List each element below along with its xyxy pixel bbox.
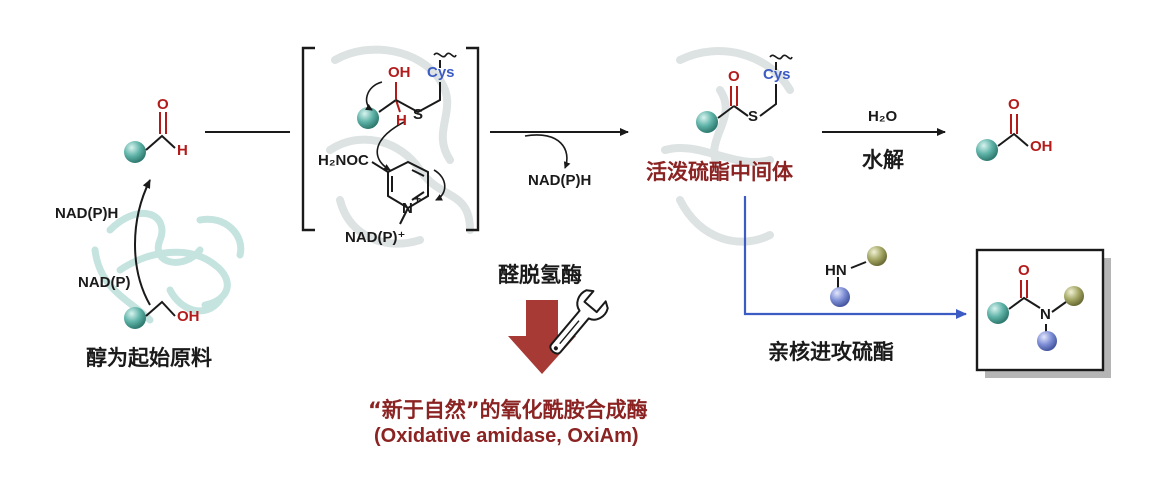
aldehyde-h-atom: H bbox=[177, 142, 188, 159]
released-nadph-label: NAD(P)H bbox=[528, 172, 592, 189]
carboxamide-label: H₂NOC bbox=[318, 152, 369, 169]
sphere-icon bbox=[357, 107, 379, 129]
protein-shadow-bracket bbox=[326, 45, 474, 248]
nadp-cofactor-label: NAD(P) bbox=[78, 274, 131, 291]
sphere-icon bbox=[696, 111, 718, 133]
acid-o-atom: O bbox=[1008, 96, 1020, 113]
protein-shadow-thioester bbox=[661, 47, 794, 246]
release-arrow bbox=[524, 134, 571, 169]
wrench-icon bbox=[549, 289, 609, 355]
amidation-arrow bbox=[743, 196, 967, 319]
enzyme-name-label: 醛脱氢酶 bbox=[498, 263, 582, 287]
amide-o-atom: O bbox=[1018, 262, 1030, 279]
protein-ribbon-icon bbox=[91, 209, 245, 324]
amine-hn-label: HN bbox=[825, 262, 847, 279]
sphere-icon bbox=[124, 307, 146, 329]
sphere-icon bbox=[124, 141, 146, 163]
acid-oh-atom: OH bbox=[1030, 138, 1053, 155]
sphere-icon bbox=[987, 302, 1009, 324]
sphere-icon bbox=[976, 139, 998, 161]
sphere-icon bbox=[867, 246, 887, 266]
pyridinium-n-atom: N bbox=[402, 200, 413, 217]
sulfur-atom: S bbox=[413, 106, 424, 123]
reduction-arrow bbox=[134, 179, 151, 306]
sphere-icon bbox=[1037, 331, 1057, 351]
thioester-o-atom: O bbox=[728, 68, 740, 85]
hydrolysis-label: 水解 bbox=[862, 148, 904, 172]
thioester-s-atom: S bbox=[748, 108, 759, 125]
hemithioacetal-h-atom: H bbox=[396, 112, 407, 129]
nadp-plus-label: NAD(P)⁺ bbox=[345, 229, 406, 246]
amide-n-atom: N bbox=[1040, 306, 1051, 323]
nucleophilic-attack-label: 亲核进攻硫酯 bbox=[768, 340, 894, 364]
final-enzyme-subtitle: (Oxidative amidase, OxiAm) bbox=[374, 425, 639, 447]
sphere-icon bbox=[1064, 286, 1084, 306]
left-bracket bbox=[301, 46, 315, 232]
right-bracket bbox=[466, 46, 480, 232]
hemithioacetal-oh-atom: OH bbox=[388, 64, 411, 81]
alcohol-oh-atom: OH bbox=[177, 308, 200, 325]
final-enzyme-title: “新于自然”的氧化酰胺合成酶 bbox=[368, 398, 648, 422]
nicotinamide-ring bbox=[371, 160, 429, 225]
thioester-intermediate-label: 活泼硫酯中间体 bbox=[646, 160, 793, 184]
start-material-label: 醇为起始原料 bbox=[86, 346, 212, 370]
aldehyde-o-atom: O bbox=[157, 96, 169, 113]
thioester-cys-label: Cys bbox=[763, 66, 791, 83]
nadph-cofactor-label: NAD(P)H bbox=[55, 205, 119, 222]
water-reagent-label: H₂O bbox=[868, 108, 898, 125]
pyridinium-charge: + bbox=[414, 192, 422, 206]
sphere-icon bbox=[830, 287, 850, 307]
cys-residue-label: Cys bbox=[427, 64, 455, 81]
